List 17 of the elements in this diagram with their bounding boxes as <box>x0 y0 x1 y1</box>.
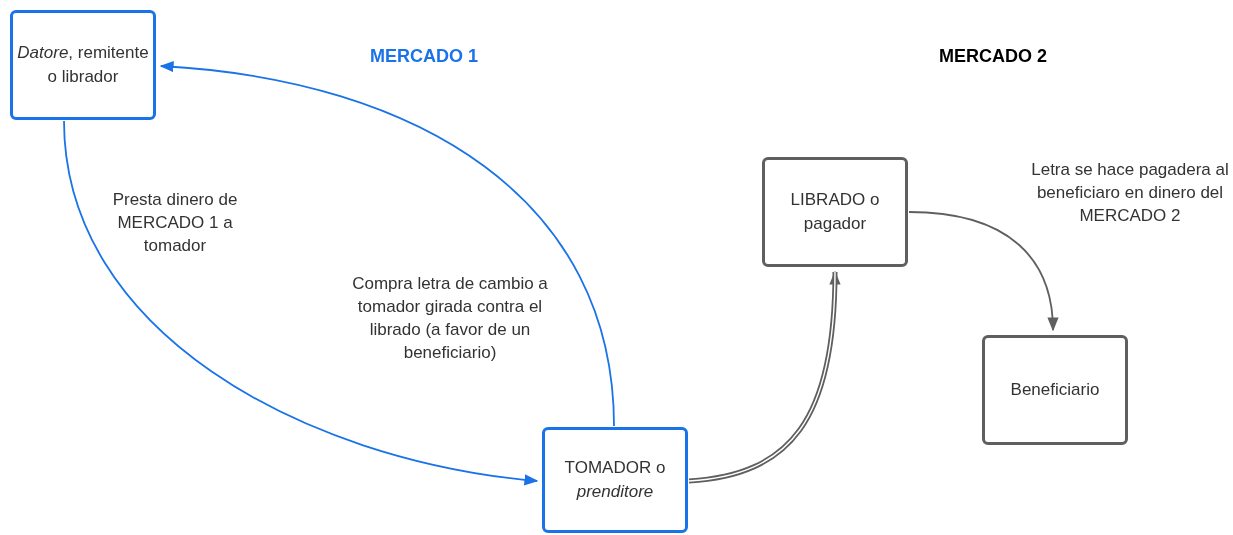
node-text: LIBRADO o pagador <box>789 189 881 235</box>
edge-label: Compra letra de cambio a tomador girada contra el librado (a favor de un beneficiario) <box>351 273 549 364</box>
process-box <box>762 157 908 267</box>
process-box <box>982 335 1128 445</box>
market-heading: MERCADO 2 <box>939 46 1047 67</box>
arrow <box>63 120 539 485</box>
node-text: TOMADOR o prenditore <box>563 457 667 503</box>
market-heading: MERCADO 1 <box>370 46 478 67</box>
edge-label: Presta dinero de MERCADO 1 a tomador <box>111 189 239 257</box>
arrow <box>688 270 841 484</box>
process-box <box>542 427 688 533</box>
node-text: Beneficiario <box>1010 379 1100 401</box>
process-box <box>10 10 156 120</box>
edge-label: Letra se hace pagadera al beneficiaro en dinero del MERCADO 2 <box>1030 159 1230 227</box>
node-text: Datore, remitente o librador <box>17 42 149 88</box>
arrow <box>159 61 615 427</box>
arrow <box>908 211 1058 332</box>
